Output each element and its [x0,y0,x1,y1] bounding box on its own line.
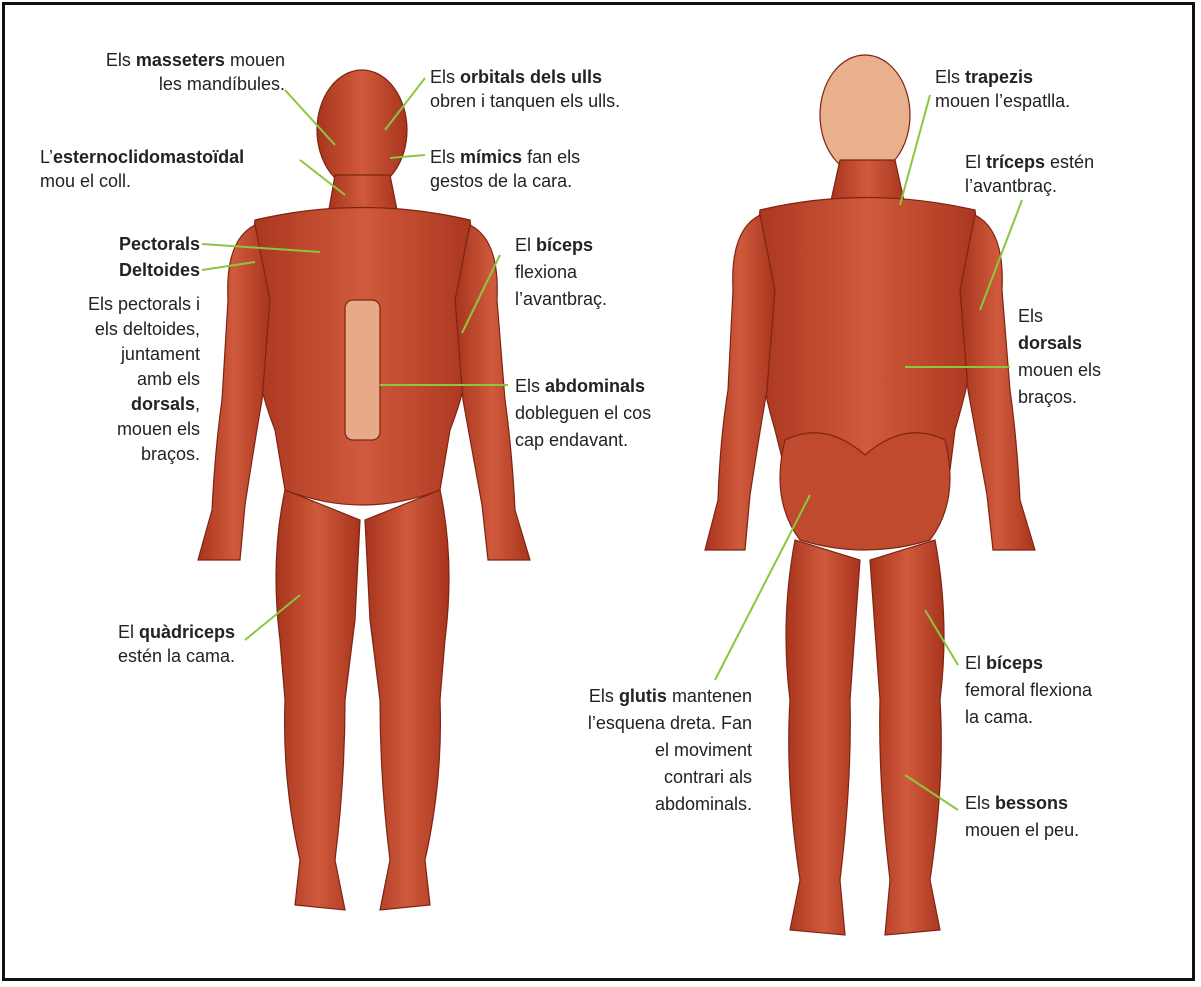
back-head [820,55,910,175]
label-dorsals: Els dorsals mouen els braços. [1018,303,1101,411]
front-left-leg [276,490,360,910]
label-masseters: Els masseters mouen les mandíbules. [40,48,285,96]
label-glutis: Els glutis mantenen l’esquena dreta. Fan… [500,683,752,818]
label-biceps: El bíceps flexiona l’avantbraç. [515,232,607,313]
label-pect-delt-note: Els pectorals i els deltoides, juntament… [40,292,200,467]
front-left-arm [198,225,270,560]
label-pectorals: Pectorals [60,232,200,256]
back-left-arm [705,215,775,550]
label-biceps-femoral: El bíceps femoral flexiona la cama. [965,650,1092,731]
front-abdominals [345,300,380,440]
label-quadriceps: El quàdriceps estén la cama. [40,620,235,668]
label-bessons: Els bessons mouen el peu. [965,790,1079,844]
label-trapezis: Els trapezis mouen l’espatlla. [935,65,1070,113]
label-triceps: El tríceps estén l’avantbraç. [965,150,1094,198]
label-deltoides: Deltoides [60,258,200,282]
front-right-leg [365,490,449,910]
back-left-leg [786,540,860,935]
label-abdominals: Els abdominals dobleguen el cos cap enda… [515,373,651,454]
label-mimics: Els mímics fan els gestos de la cara. [430,145,580,193]
front-figure [198,70,530,910]
back-right-leg [870,540,944,935]
label-esterno: L’esternoclidomastoïdal mou el coll. [40,145,244,193]
label-orbitals: Els orbitals dels ulls obren i tanquen e… [430,65,620,113]
front-head [317,70,407,190]
